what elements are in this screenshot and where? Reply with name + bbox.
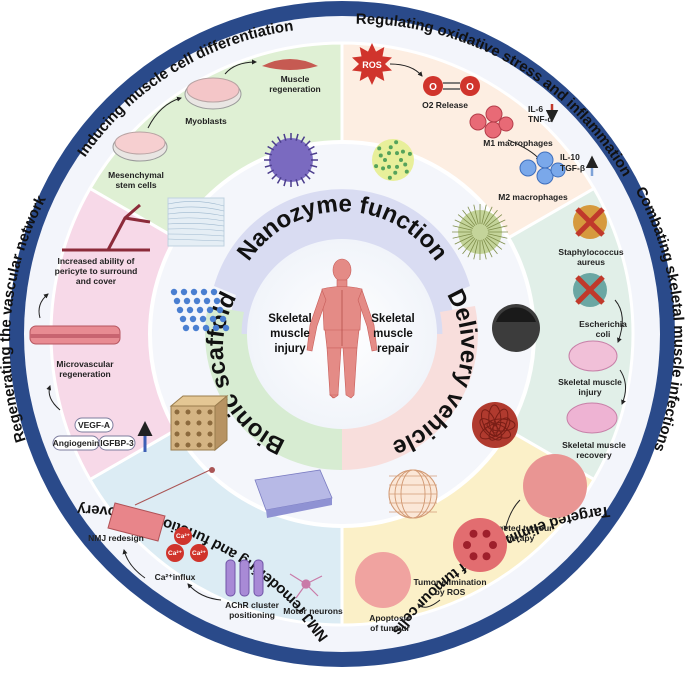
svg-text:muscle: muscle	[270, 328, 310, 340]
svg-text:Muscle: Muscle	[281, 74, 310, 84]
label-ros: ROS	[362, 60, 382, 70]
svg-text:Tumor elimination: Tumor elimination	[413, 577, 486, 587]
svg-text:of tumour: of tumour	[370, 623, 410, 633]
svg-text:O: O	[466, 82, 474, 93]
tumour-mass-icon	[523, 454, 587, 518]
svg-text:Skeletal: Skeletal	[268, 313, 311, 325]
svg-text:Angiogenin: Angiogenin	[53, 438, 100, 448]
growth-factor-vegf: VEGF-A	[75, 418, 113, 432]
svg-text:Mesenchymal: Mesenchymal	[108, 170, 164, 180]
svg-text:stem cells: stem cells	[115, 180, 156, 190]
svg-text:Ca²⁺: Ca²⁺	[168, 550, 182, 557]
apoptosis-cells-icon	[355, 552, 411, 608]
svg-text:by ROS: by ROS	[435, 587, 466, 597]
svg-text:repair: repair	[377, 343, 409, 355]
svg-text:therapy: therapy	[504, 533, 535, 543]
label-tgf: TGF-β	[560, 163, 585, 173]
svg-text:pericyte to surround: pericyte to surround	[55, 266, 138, 276]
label-stem-cells: Mesenchymal stem cells	[108, 170, 164, 190]
svg-text:O: O	[429, 82, 437, 93]
recovered-tissue-icon	[567, 403, 617, 433]
achr-cluster-icon	[226, 560, 263, 596]
petri-dish-stem-cells	[113, 132, 167, 161]
growth-factor-angiogenin: Angiogenin	[53, 436, 100, 450]
svg-text:regeneration: regeneration	[269, 84, 321, 94]
label-myoblasts: Myoblasts	[185, 116, 227, 126]
growth-factor-igfbp: IGFBP-3	[99, 436, 135, 450]
svg-text:injury: injury	[578, 387, 601, 397]
svg-text:Skeletal muscle: Skeletal muscle	[558, 377, 622, 387]
nanoparticle-hollow-sphere	[492, 304, 540, 352]
svg-text:VEGF-A: VEGF-A	[78, 420, 110, 430]
nanoparticle-spiky-purple	[264, 133, 318, 187]
label-tnf: TNF-α	[528, 114, 553, 124]
ecoli-icon	[573, 273, 607, 307]
injured-tissue-icon	[569, 341, 617, 371]
label-microvascular: Microvascular regeneration	[56, 359, 114, 379]
svg-text:IGFBP-3: IGFBP-3	[100, 438, 134, 448]
scaffold-porous-cube	[171, 396, 227, 450]
nanoparticle-cage	[389, 470, 437, 518]
nanoparticle-red-tangle	[472, 402, 518, 448]
label-ca-influx: Ca²⁺influx	[155, 572, 196, 582]
svg-text:Staphylococcus: Staphylococcus	[558, 247, 623, 257]
label-nmj-redesign: NMJ redesign	[88, 533, 144, 543]
label-motor-neurons: Motor neurons	[283, 606, 343, 616]
svg-text:Escherichia: Escherichia	[579, 319, 627, 329]
svg-text:aureus: aureus	[577, 257, 605, 267]
label-o2-release: O2 Release	[422, 100, 468, 110]
core-label-repair: Skeletal muscle repair	[371, 313, 414, 355]
label-m1: M1 macrophages	[483, 138, 553, 148]
label-il6: IL-6	[528, 104, 543, 114]
staphylococcus-icon	[573, 205, 607, 239]
scaffold-fiber-mesh	[168, 198, 224, 246]
petri-dish-myoblasts	[185, 78, 241, 109]
svg-text:Microvascular: Microvascular	[56, 359, 114, 369]
svg-text:injury: injury	[274, 343, 306, 355]
svg-text:Increased ability of: Increased ability of	[58, 256, 135, 266]
label-il10: IL-10	[560, 152, 580, 162]
core-label-injury: Skeletal muscle injury	[268, 313, 311, 355]
svg-text:AChR cluster: AChR cluster	[225, 600, 280, 610]
svg-text:Apoptosis: Apoptosis	[369, 613, 411, 623]
label-apoptosis: Apoptosis of tumour	[369, 613, 411, 633]
svg-text:coli: coli	[596, 329, 611, 339]
svg-text:Ca²⁺: Ca²⁺	[192, 550, 206, 557]
svg-text:muscle: muscle	[373, 328, 413, 340]
svg-text:Ca²⁺: Ca²⁺	[176, 533, 190, 540]
svg-text:recovery: recovery	[576, 450, 612, 460]
svg-text:and cover: and cover	[76, 276, 117, 286]
label-m2: M2 macrophages	[498, 192, 568, 202]
svg-text:regeneration: regeneration	[59, 369, 111, 379]
label-achr: AChR cluster positioning	[225, 600, 280, 620]
tumour-ros-icon	[453, 518, 507, 572]
svg-text:Skeletal: Skeletal	[371, 313, 414, 325]
svg-text:Skeletal muscle: Skeletal muscle	[562, 440, 626, 450]
svg-text:positioning: positioning	[229, 610, 275, 620]
microvessel-bundle-icon	[30, 326, 120, 344]
nanoparticle-green-dots	[372, 139, 414, 181]
